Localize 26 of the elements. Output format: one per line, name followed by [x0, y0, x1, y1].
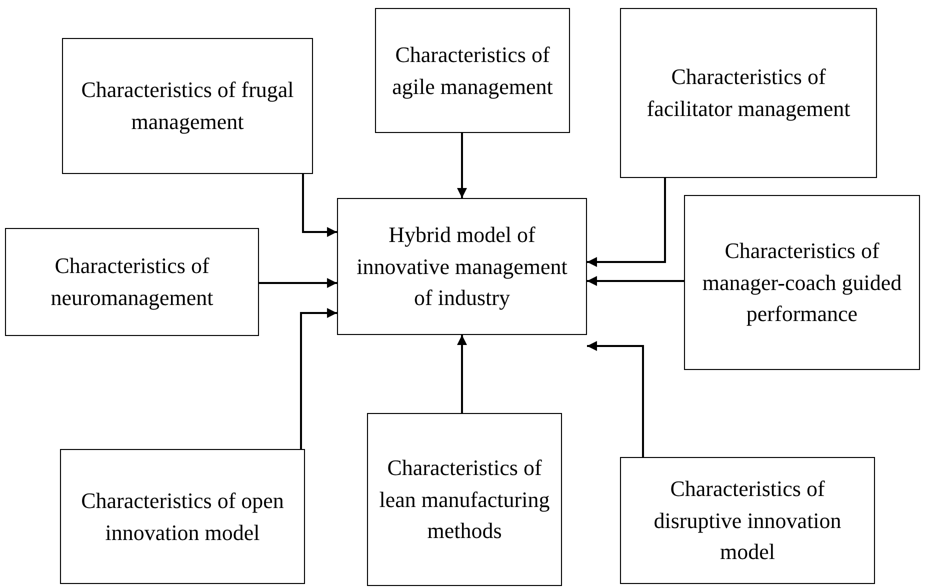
arrow [457, 335, 467, 413]
characteristics-box [684, 195, 920, 370]
box-text: Characteristics of disruptive innovation model [652, 474, 842, 566]
arrow [259, 278, 337, 288]
characteristics-box [60, 449, 305, 584]
box-text: Characteristics of lean manufacturing methods [378, 454, 551, 546]
box-text: Characteristics of neuromanagement [50, 252, 214, 312]
box-text: Characteristics of agile management [391, 40, 554, 101]
arrow [457, 133, 467, 198]
arrow [587, 178, 666, 267]
characteristics-box [620, 8, 877, 178]
characteristics-box [5, 228, 259, 336]
characteristics-box [620, 457, 875, 584]
arrow [300, 308, 337, 449]
arrow [587, 276, 684, 286]
box-text: Characteristics of frugal management [80, 76, 295, 136]
characteristics-box [375, 8, 570, 133]
characteristics-box [62, 38, 313, 174]
characteristics-box [367, 413, 562, 586]
box-text: Characteristics of open innovation model [80, 486, 285, 546]
box-text: Characteristics of facilitator management [646, 63, 852, 123]
central-box [337, 198, 587, 335]
box-text: Hybrid model of innovative management of industry [356, 220, 568, 312]
arrow [302, 174, 337, 237]
arrow [587, 341, 644, 457]
box-text: Characteristics of manager-coach guided performance [701, 236, 903, 328]
